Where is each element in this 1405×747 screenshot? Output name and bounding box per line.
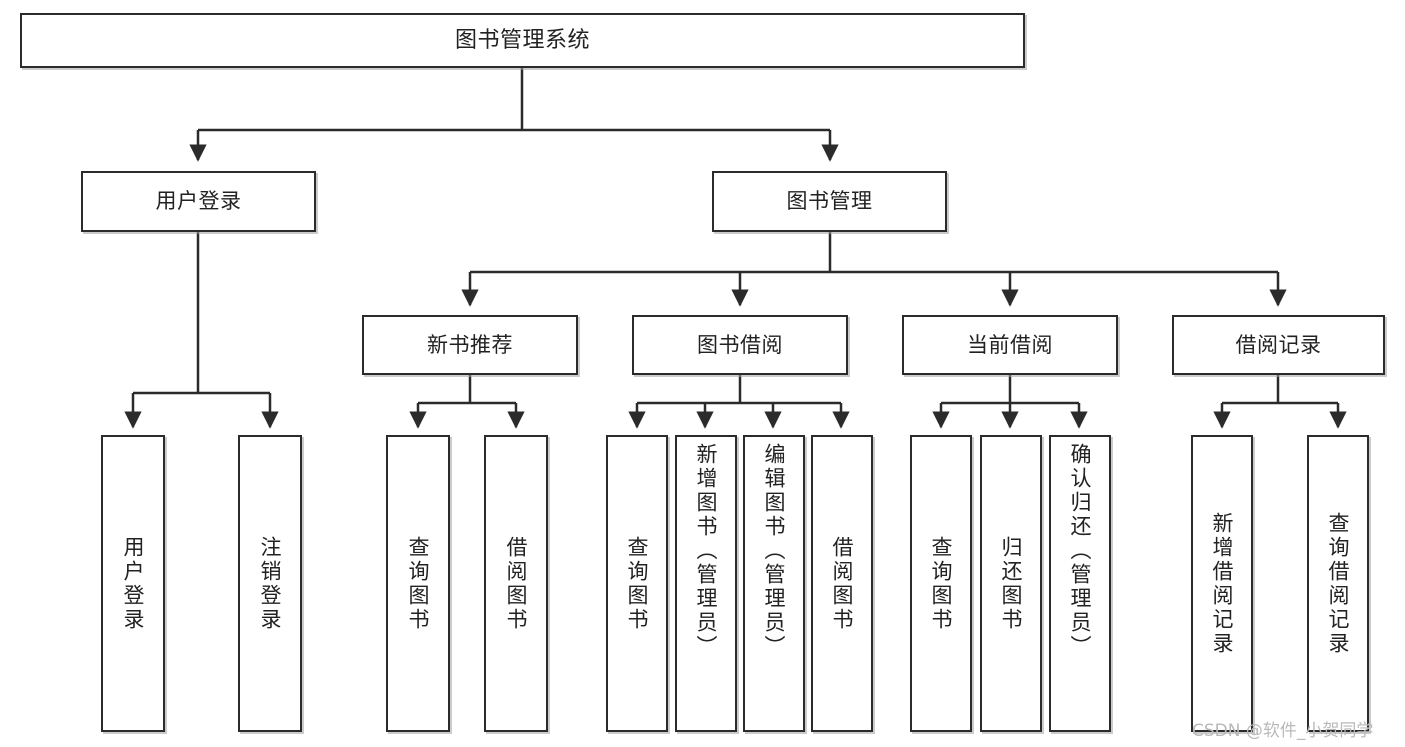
leaf-query-borrow-record-label: 查询借阅记录 — [1326, 511, 1351, 656]
leaf-borrow-query-book-label: 查询图书 — [625, 535, 650, 632]
node-root-system[interactable]: 图书管理系统 — [20, 13, 1025, 68]
leaf-add-borrow-record[interactable]: 新增借阅记录 — [1191, 435, 1253, 732]
node-current-borrow-label: 当前借阅 — [967, 332, 1053, 357]
csdn-watermark: CSDN @软件_小贺同学 — [1192, 721, 1374, 741]
leaf-return-book-label: 归还图书 — [999, 535, 1024, 632]
leaf-current-query-book-label: 查询图书 — [929, 535, 954, 632]
leaf-logout-label: 注销登录 — [258, 535, 283, 632]
leaf-borrow-query-book[interactable]: 查询图书 — [606, 435, 668, 732]
node-borrow-record-label: 借阅记录 — [1235, 332, 1322, 357]
leaf-add-book-admin[interactable]: 新增图书（管理员） — [675, 435, 737, 732]
node-borrow-record[interactable]: 借阅记录 — [1172, 315, 1385, 375]
leaf-current-query-book[interactable]: 查询图书 — [910, 435, 972, 732]
node-user-login-label: 用户登录 — [155, 189, 242, 214]
node-user-login[interactable]: 用户登录 — [81, 171, 316, 232]
leaf-new-book-query-label: 查询图书 — [406, 535, 431, 632]
node-book-management[interactable]: 图书管理 — [712, 171, 947, 232]
leaf-new-book-query[interactable]: 查询图书 — [386, 435, 450, 732]
node-book-borrow-label: 图书借阅 — [697, 332, 783, 357]
leaf-borrow-book[interactable]: 借阅图书 — [811, 435, 873, 732]
leaf-confirm-return-admin[interactable]: 确认归还（管理员） — [1049, 435, 1111, 732]
leaf-user-login-label: 用户登录 — [121, 535, 146, 632]
leaf-return-book[interactable]: 归还图书 — [980, 435, 1042, 732]
leaf-edit-book-admin[interactable]: 编辑图书（管理员） — [743, 435, 805, 732]
leaf-add-book-admin-label: 新增图书（管理员） — [694, 443, 719, 659]
node-current-borrow[interactable]: 当前借阅 — [902, 315, 1118, 375]
node-new-book-recommend[interactable]: 新书推荐 — [362, 315, 578, 375]
leaf-edit-book-admin-label: 编辑图书（管理员） — [762, 443, 787, 659]
leaf-query-borrow-record[interactable]: 查询借阅记录 — [1307, 435, 1369, 732]
node-root-system-label: 图书管理系统 — [454, 27, 590, 53]
leaf-logout[interactable]: 注销登录 — [238, 435, 302, 732]
leaf-new-book-borrow-label: 借阅图书 — [504, 535, 529, 632]
node-book-management-label: 图书管理 — [786, 189, 873, 214]
leaf-confirm-return-admin-label: 确认归还（管理员） — [1068, 443, 1093, 659]
leaf-add-borrow-record-label: 新增借阅记录 — [1210, 511, 1235, 656]
node-book-borrow[interactable]: 图书借阅 — [632, 315, 848, 375]
leaf-borrow-book-label: 借阅图书 — [830, 535, 855, 632]
leaf-user-login[interactable]: 用户登录 — [101, 435, 165, 732]
node-new-book-recommend-label: 新书推荐 — [427, 332, 513, 357]
leaf-new-book-borrow[interactable]: 借阅图书 — [484, 435, 548, 732]
